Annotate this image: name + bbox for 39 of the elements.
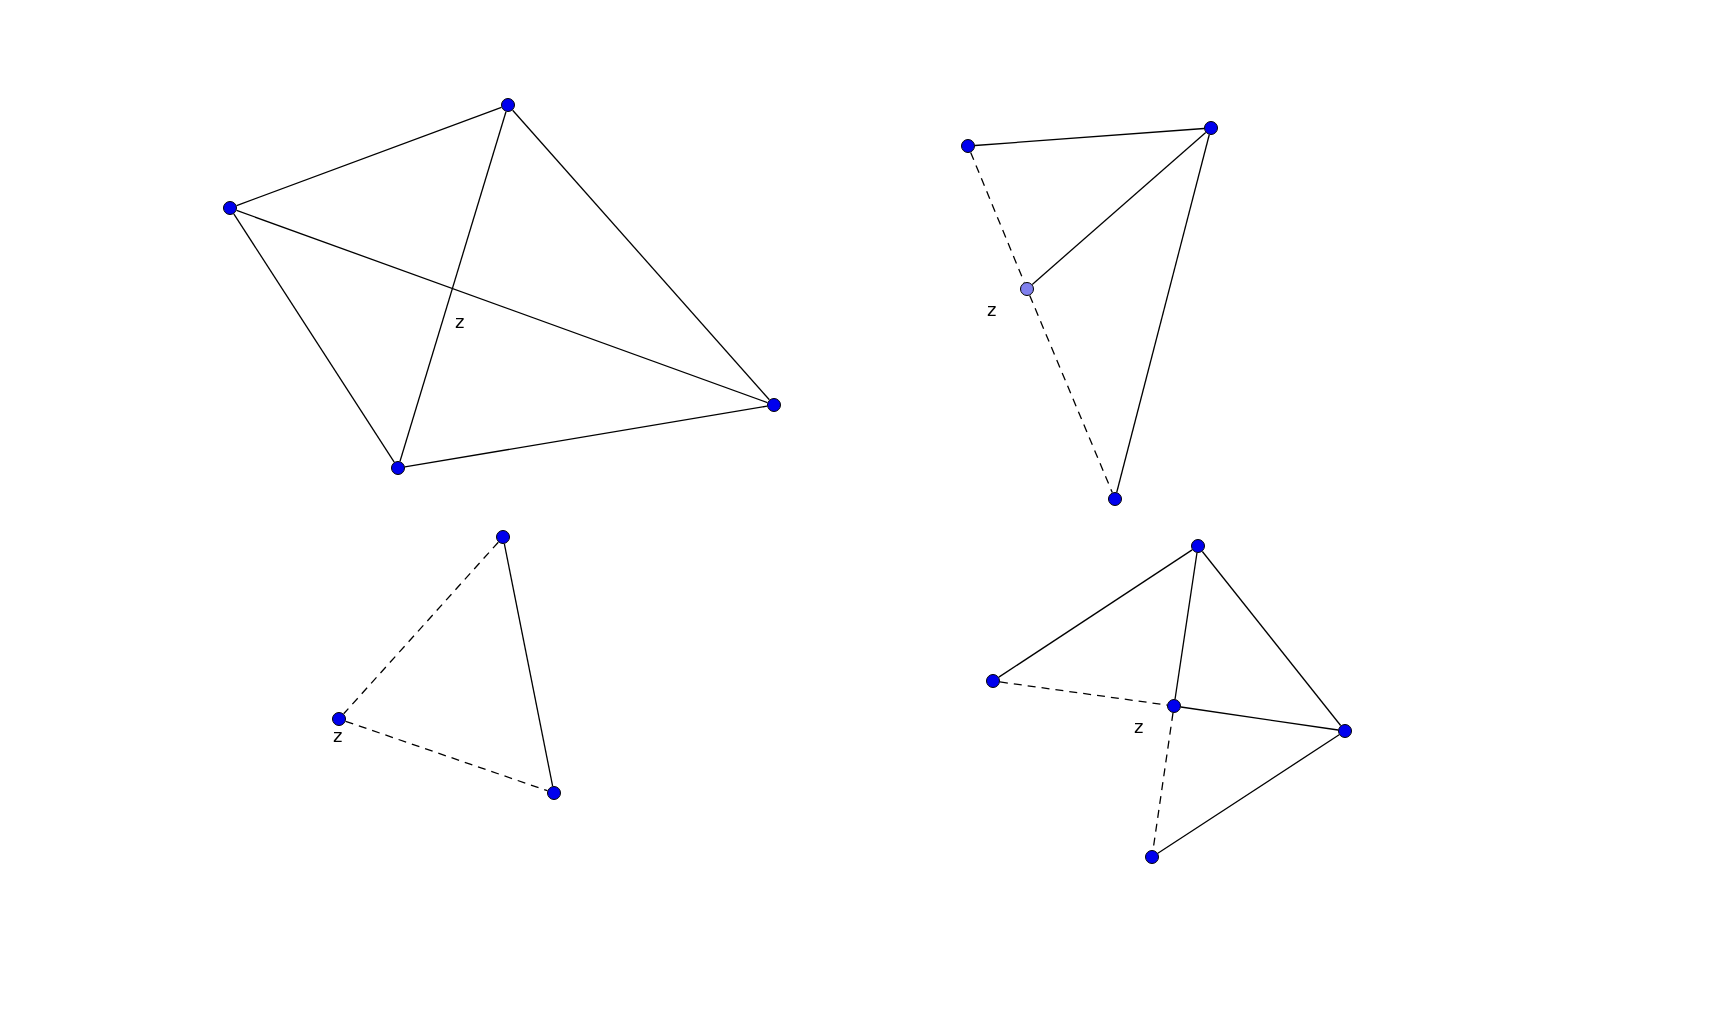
connector-line <box>404 405 768 468</box>
connector-line <box>343 541 499 715</box>
point-label: z <box>333 727 343 745</box>
point-dot <box>1020 282 1034 296</box>
point-dot <box>223 201 237 215</box>
point-label: z <box>987 301 997 319</box>
point-dot <box>547 786 561 800</box>
connector-line <box>1157 734 1340 854</box>
connector-line <box>1180 706 1339 731</box>
point-dot <box>1191 539 1205 553</box>
connector-line <box>998 549 1193 678</box>
point-dot <box>961 139 975 153</box>
point-dot <box>496 530 510 544</box>
connector-line <box>512 109 770 401</box>
connector-line <box>1029 294 1113 494</box>
connector-line <box>999 681 1168 706</box>
connector-line <box>1031 131 1207 286</box>
connector-line <box>399 111 507 462</box>
point-dot <box>1204 121 1218 135</box>
connector-line <box>1201 550 1342 727</box>
connector-line <box>974 127 1205 147</box>
point-dot <box>767 398 781 412</box>
point-dot <box>332 712 346 726</box>
point-dot <box>1167 699 1181 713</box>
point-dot <box>1108 492 1122 506</box>
connector-line <box>344 720 549 792</box>
connector-line <box>235 106 503 207</box>
connector-line <box>233 213 395 463</box>
connector-line <box>1174 552 1198 700</box>
connector-line <box>1116 134 1210 493</box>
point-label: z <box>455 313 465 331</box>
connector-line <box>235 209 769 404</box>
point-dot <box>1338 724 1352 738</box>
point-dot <box>986 674 1000 688</box>
point-dot <box>1145 850 1159 864</box>
point-label: z <box>1134 718 1144 736</box>
point-dot <box>391 461 405 475</box>
point-dot <box>501 98 515 112</box>
connector-line <box>503 543 554 787</box>
